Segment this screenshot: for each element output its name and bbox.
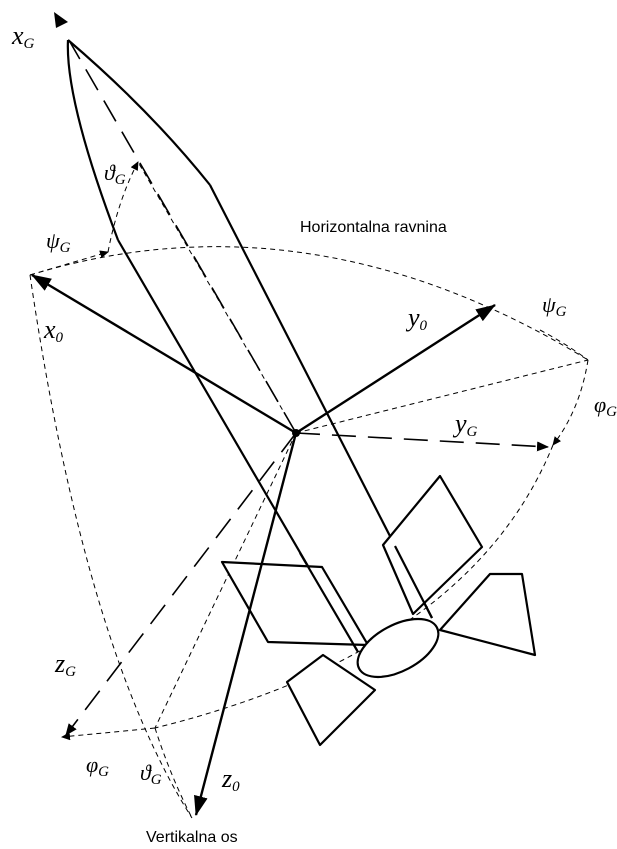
x0-label: x0 bbox=[43, 315, 64, 346]
theta-bottom-label: ϑG bbox=[140, 760, 162, 788]
rocket-nozzle bbox=[356, 617, 440, 679]
ground-axes bbox=[31, 273, 496, 816]
z0-label: z0 bbox=[221, 764, 240, 795]
left-vertical-arc bbox=[29, 274, 193, 819]
xG-arrowhead bbox=[54, 12, 68, 28]
phi-arc-right bbox=[552, 359, 589, 446]
psi-arc-left bbox=[29, 250, 109, 276]
rocket-nose-right bbox=[67, 39, 211, 186]
y0-label: y0 bbox=[405, 303, 428, 334]
vertical-axis-label: Vertikalna os bbox=[146, 829, 238, 846]
xG-label: xG bbox=[11, 21, 35, 52]
yG-label: yG bbox=[452, 409, 478, 440]
yG-axis-line bbox=[295, 432, 549, 452]
z0-axis-line bbox=[194, 432, 298, 816]
zG-axis-line bbox=[65, 432, 297, 736]
rocket-nose-left bbox=[66, 39, 120, 241]
horizontal-plane-arc bbox=[29, 246, 589, 361]
phi-bottom-label: φG bbox=[86, 752, 109, 780]
psi-arc-right bbox=[539, 329, 589, 361]
guide-to-bottom bbox=[154, 432, 297, 729]
theta-top-label: ϑG bbox=[104, 160, 126, 188]
phi-right-label: φG bbox=[594, 392, 617, 420]
theta-bottom-arc bbox=[154, 727, 193, 819]
xG-axis-line bbox=[69, 41, 297, 434]
rocket bbox=[66, 39, 537, 747]
fin-top bbox=[381, 474, 484, 616]
rocket-body-left-front bbox=[299, 552, 359, 653]
rocket-body-right-front bbox=[394, 545, 433, 619]
y0-axis-line bbox=[295, 303, 496, 435]
psi-left-label: ψG bbox=[46, 228, 71, 256]
x0-axis-line bbox=[31, 273, 297, 435]
phi-arc-bottom bbox=[61, 727, 156, 741]
right-vertical-arc bbox=[154, 444, 554, 729]
guide-to-right bbox=[295, 359, 589, 434]
horizontal-plane-label: Horizontalna ravnina bbox=[300, 219, 447, 236]
theta-arc bbox=[107, 161, 139, 253]
psi-right-label: ψG bbox=[542, 292, 567, 320]
fin-bottom bbox=[285, 653, 377, 747]
zG-label: zG bbox=[54, 649, 76, 680]
center-of-mass bbox=[292, 429, 300, 437]
fin-right bbox=[438, 572, 537, 657]
